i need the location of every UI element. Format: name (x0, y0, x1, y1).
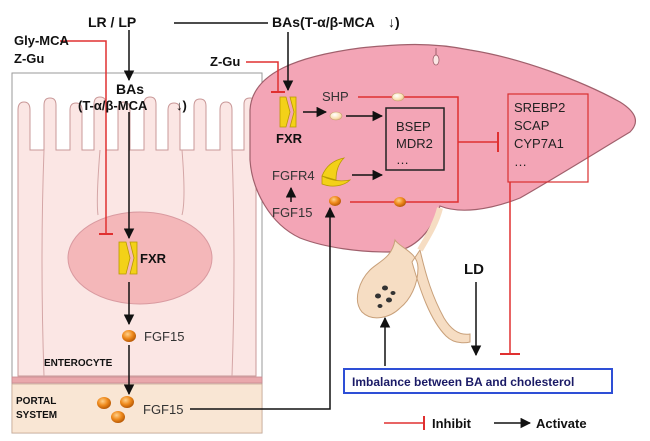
z-gu-left-label: Z-Gu (14, 51, 44, 66)
bas-top-arrow-label: ↓) (388, 14, 400, 30)
fgf15-portal-dots-icon (97, 396, 134, 423)
liver-shape (249, 43, 637, 253)
mdr2-label: MDR2 (396, 136, 433, 151)
fgf15-enterocyte-label: FGF15 (144, 329, 184, 344)
enterocyte-panel (11, 72, 263, 434)
scap-label: SCAP (514, 118, 549, 133)
srebp2-box (507, 93, 589, 183)
bile-acid-particles (375, 285, 396, 308)
fgf15-liver-dot-icon (329, 196, 341, 206)
bas-mid-arrow-label: ↓) (176, 98, 187, 113)
gly-mca-inhibit-line (60, 40, 107, 234)
srebp2-label: SREBP2 (514, 100, 565, 115)
srebp2-box-ellipsis: … (514, 154, 527, 169)
enterocyte-label: ENTEROCYTE (44, 358, 113, 369)
z-gu-liver-label: Z-Gu (210, 54, 240, 69)
bas-mid-label: BAs (116, 81, 144, 97)
z-gu-inhibit-line (246, 61, 279, 92)
imbalance-box (343, 368, 613, 394)
basolateral-membrane (11, 376, 263, 384)
gallbladder (357, 238, 471, 344)
fgfr4-label: FGFR4 (272, 168, 315, 183)
imbalance-label: Imbalance between BA and cholesterol (352, 375, 574, 389)
portal-to-liver-arrow (190, 206, 336, 410)
enterocyte-fxr-icon (118, 241, 138, 275)
gly-mca-label: Gly-MCA (14, 33, 70, 48)
enterocyte-fxr-label: FXR (140, 251, 167, 266)
bas-top-label: BAs(T-α/β-MCA (272, 14, 375, 30)
shp-signal-dot-icon (391, 92, 405, 102)
system-label: SYSTEM (16, 410, 57, 421)
cell-boundaries (41, 149, 235, 377)
fgf15-enterocyte-dot-icon (122, 330, 136, 342)
shp-dot-icon (329, 111, 343, 121)
fgf15-portal-label: FGF15 (143, 402, 183, 417)
bile-duct (417, 207, 443, 252)
liver-fxr-label: FXR (276, 131, 303, 146)
legend-inhibit-label: Inhibit (432, 416, 472, 431)
bsep-box-ellipsis: … (396, 152, 409, 167)
shp-label: SHP (322, 89, 349, 104)
bsep-label: BSEP (396, 119, 431, 134)
legend-activate-label: Activate (536, 416, 587, 431)
lr-lp-label: LR / LP (88, 14, 136, 30)
bas-mid-sub-label: (T-α/β-MCA (78, 98, 148, 113)
liver-notch-mark (432, 54, 440, 66)
bsep-mdr2-box (385, 107, 445, 171)
portal-label: PORTAL (16, 396, 56, 407)
fgfr4-receptor-icon (321, 157, 352, 187)
fgf15-liver-label: FGF15 (272, 205, 312, 220)
cyp7a1-label: CYP7A1 (514, 136, 564, 151)
fgf15-signal-dot-icon (394, 197, 406, 207)
ld-label: LD (464, 261, 484, 278)
legend: Inhibit Activate (384, 416, 587, 431)
liver-fxr-icon (279, 96, 297, 128)
